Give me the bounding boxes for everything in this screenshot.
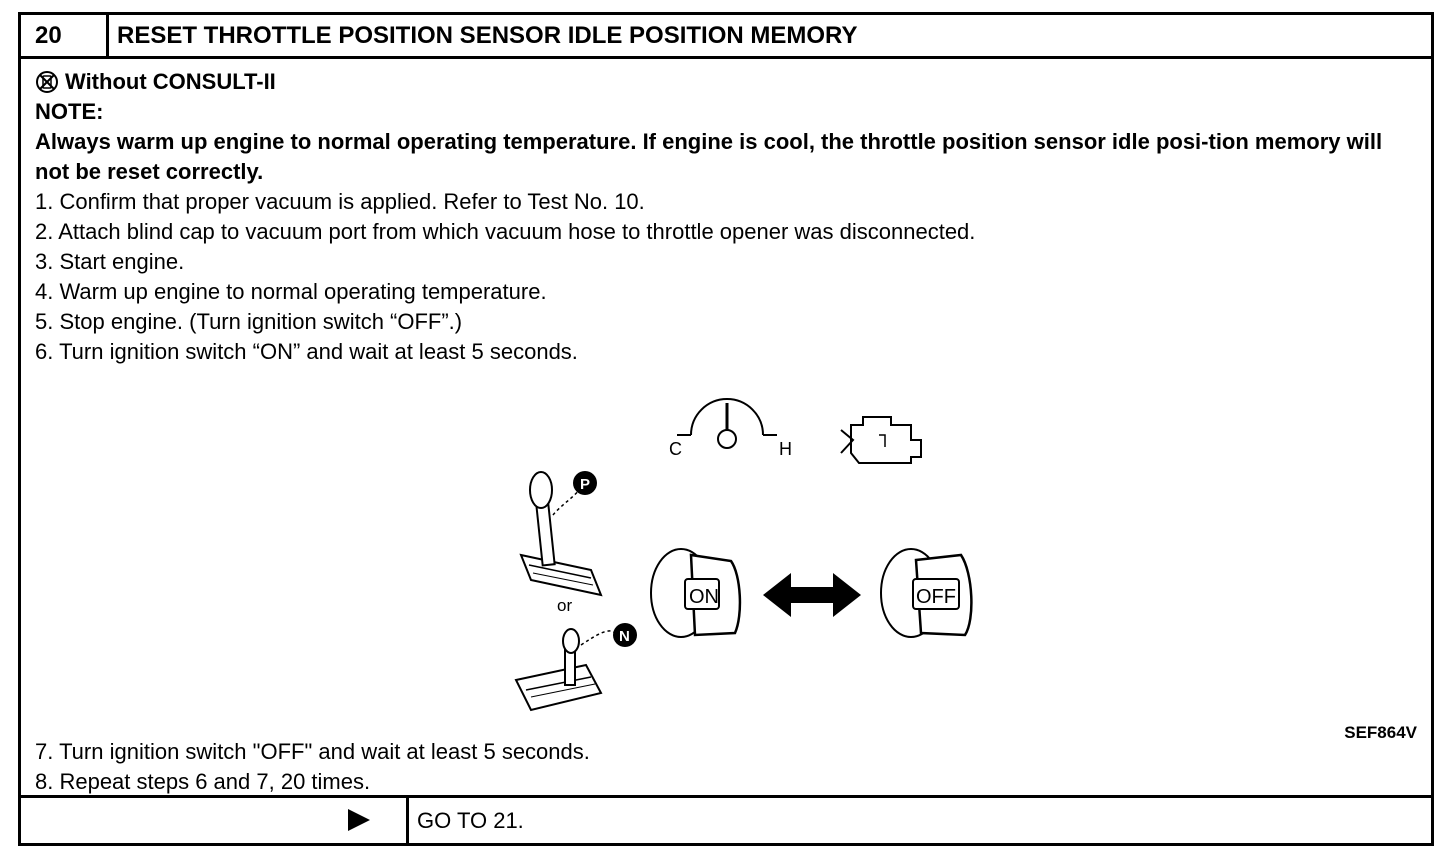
gauge-hot-label: H	[779, 439, 792, 459]
step-title: RESET THROTTLE POSITION SENSOR IDLE POSI…	[117, 22, 858, 49]
neutral-badge: N	[619, 628, 630, 645]
mode-label: Without CONSULT-II	[65, 69, 276, 94]
list-item: 6. Turn ignition switch “ON” and wait at…	[35, 339, 578, 364]
steps-after: 7. Turn ignition switch "OFF" and wait a…	[35, 737, 590, 797]
note-text: Always warm up engine to normal operatin…	[35, 129, 1383, 184]
list-item: 8. Repeat steps 6 and 7, 20 times.	[35, 769, 371, 794]
temperature-gauge-icon: C H	[669, 398, 792, 459]
list-item: 3. Start engine.	[35, 249, 185, 274]
steps-list: 1. Confirm that proper vacuum is applied…	[35, 187, 1417, 367]
shift-lever-park-icon: P	[519, 471, 603, 597]
procedure-table: 20 RESET THROTTLE POSITION SENSOR IDLE P…	[18, 12, 1434, 846]
double-arrow-icon	[763, 573, 861, 617]
shift-lever-neutral-icon: N	[514, 623, 637, 712]
header-row: 20 RESET THROTTLE POSITION SENSOR IDLE P…	[21, 15, 1431, 59]
list-item: 2. Attach blind cap to vacuum port from …	[35, 219, 976, 244]
footer-arrow-cell	[21, 798, 409, 843]
ignition-illustration: C H P or N	[514, 398, 973, 712]
no-consult-icon	[36, 71, 58, 93]
key-off-icon: OFF	[880, 548, 973, 638]
next-step-link[interactable]: GO TO 21.	[417, 808, 524, 833]
arrow-right-icon	[348, 809, 370, 831]
step-number: 20	[21, 15, 109, 56]
or-label: or	[557, 596, 572, 615]
key-on-label: ON	[689, 586, 719, 608]
list-item: 4. Warm up engine to normal operating te…	[35, 279, 547, 304]
list-item: 5. Stop engine. (Turn ignition switch “O…	[35, 309, 463, 334]
park-badge: P	[580, 476, 590, 493]
list-item: 7. Turn ignition switch "OFF" and wait a…	[35, 739, 590, 764]
instructions: Without CONSULT-II NOTE: Always warm up …	[35, 67, 1417, 367]
footer-row: GO TO 21.	[21, 795, 1431, 843]
list-item: 1. Confirm that proper vacuum is applied…	[35, 189, 645, 214]
note-label: NOTE:	[35, 99, 104, 124]
key-off-label: OFF	[916, 586, 956, 608]
mode-line: Without CONSULT-II	[35, 67, 1417, 97]
engine-icon	[840, 416, 922, 464]
figure-code: SEF864V	[1344, 723, 1417, 742]
key-on-icon: ON	[650, 548, 742, 638]
gauge-cold-label: C	[669, 439, 682, 459]
